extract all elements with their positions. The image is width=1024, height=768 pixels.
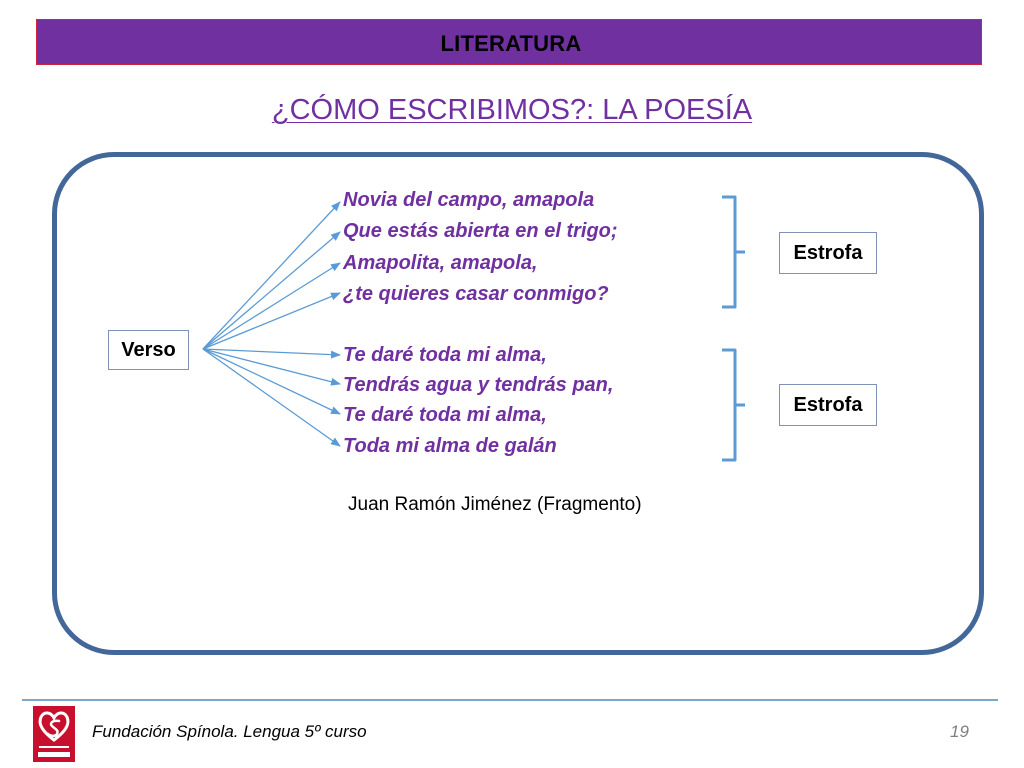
- arrow-line-2: [202, 231, 341, 350]
- stanza-label-box-1: Estrofa: [779, 232, 877, 274]
- verse-line: Toda mi alma de galán: [343, 435, 557, 457]
- verse-line: Tendrás agua y tendrás pan,: [343, 374, 614, 396]
- content-frame: [52, 152, 984, 655]
- stanza-2-brace: [722, 348, 745, 462]
- arrow-line-7: [202, 348, 341, 415]
- arrow-line-3: [202, 262, 341, 350]
- footer-text: Fundación Spínola. Lengua 5º curso: [92, 722, 367, 741]
- verse-label: Verso: [121, 338, 176, 361]
- footer-divider: [22, 699, 998, 701]
- header-bar: LITERATURA: [36, 19, 982, 65]
- arrow-line-5: [202, 348, 341, 359]
- verse-line: ¿te quieres casar conmigo?: [343, 283, 609, 305]
- arrow-line-4: [202, 292, 341, 350]
- arrow-line-6: [202, 348, 341, 386]
- stanza-label-2: Estrofa: [793, 393, 863, 416]
- stanza-label-1: Estrofa: [793, 241, 863, 264]
- stanza-1-brace: [722, 195, 745, 309]
- poem-author: Juan Ramón Jiménez (Fragmento): [348, 494, 642, 515]
- verse-line: Te daré toda mi alma,: [343, 344, 547, 366]
- stanza-label-box-2: Estrofa: [779, 384, 877, 426]
- arrow-line-1: [202, 201, 341, 350]
- verse-line: Te daré toda mi alma,: [343, 404, 547, 426]
- verse-line: Que estás abierta en el trigo;: [343, 220, 618, 242]
- verse-line: Novia del campo, amapola: [343, 189, 595, 211]
- verse-line: Amapolita, amapola,: [343, 252, 538, 274]
- page-number: 19: [950, 722, 969, 741]
- fundacion-spinola-logo-icon: [33, 706, 75, 762]
- page-title: ¿CÓMO ESCRIBIMOS?: LA POESÍA: [271, 94, 753, 126]
- verse-label-box: Verso: [108, 330, 189, 370]
- header-title: LITERATURA: [440, 31, 582, 56]
- arrow-line-8: [202, 348, 341, 447]
